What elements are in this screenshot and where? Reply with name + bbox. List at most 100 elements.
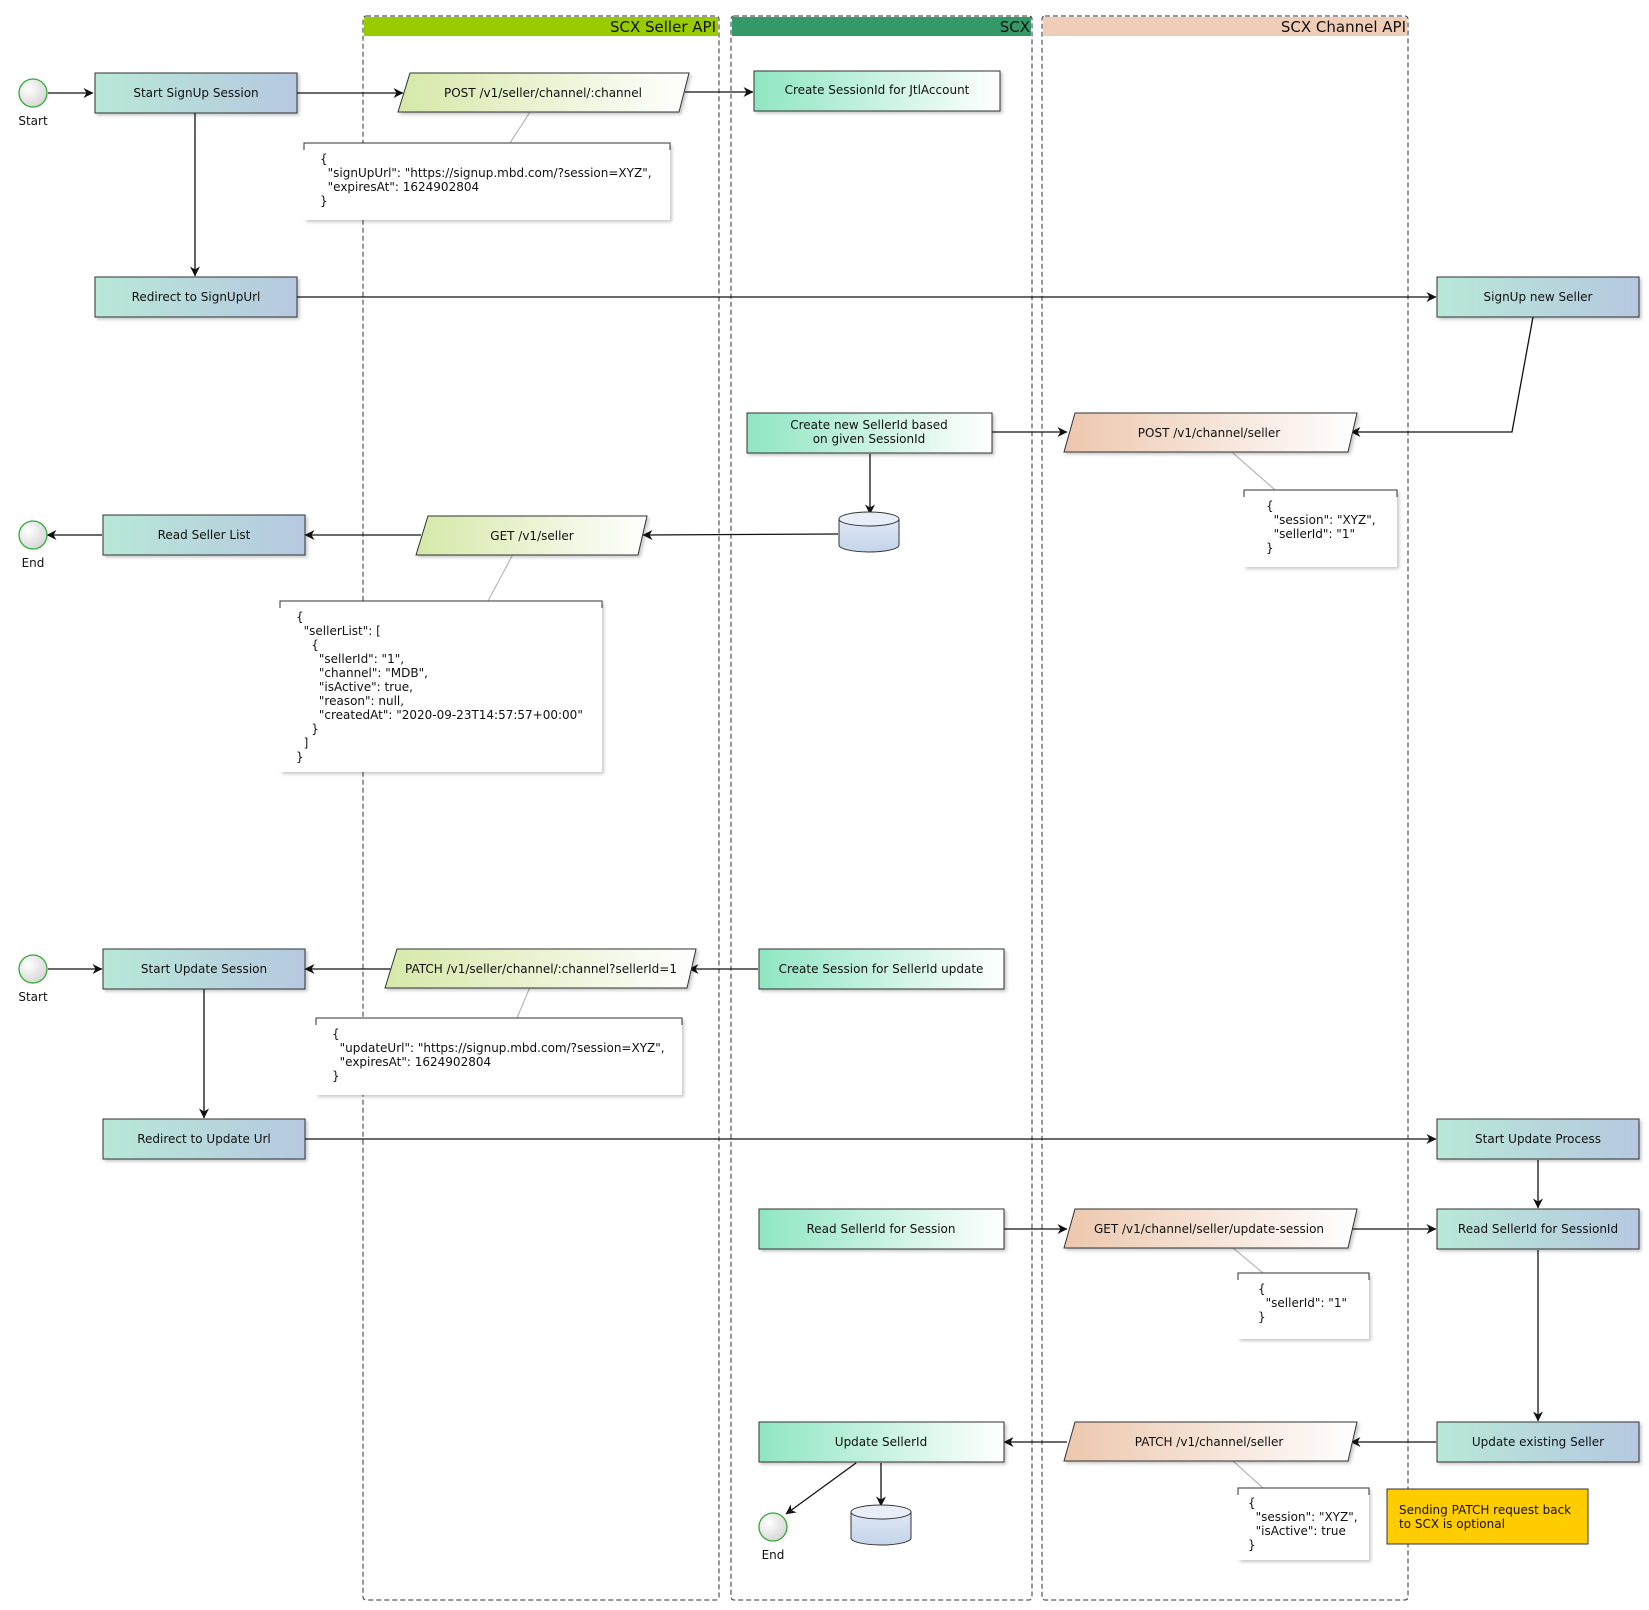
annotation-line: } — [1258, 1310, 1266, 1324]
endpoint-get-seller[interactable]: GET /v1/seller — [415, 515, 648, 556]
end-event-2: End — [758, 1512, 788, 1562]
annotation-line: "sellerId": "1" — [1266, 527, 1355, 541]
note-optional-patch: Sending PATCH request back to SCX is opt… — [1386, 1488, 1589, 1545]
note-line1: Sending PATCH request back — [1399, 1503, 1571, 1517]
sequence-flows — [46, 87, 1543, 1515]
lane-channel-api: SCX Channel API — [1041, 15, 1409, 1601]
task-label-line1: Create new SellerId based — [790, 418, 947, 432]
task-signup-new-seller[interactable]: SignUp new Seller — [1436, 276, 1640, 318]
annotation-line: "sellerId": "1" — [1258, 1296, 1347, 1310]
endpoint-patch-channel-seller[interactable]: PATCH /v1/channel/seller — [1063, 1421, 1358, 1462]
endpoint-label: PATCH /v1/seller/channel/:channel?seller… — [405, 962, 677, 976]
annotation-line: ] — [296, 736, 308, 750]
task-start-update-process[interactable]: Start Update Process — [1436, 1118, 1640, 1160]
start-event-1: Start — [18, 78, 48, 128]
task-redirect-signup-url[interactable]: Redirect to SignUpUrl — [94, 276, 298, 318]
endpoint-patch-seller-channel[interactable]: PATCH /v1/seller/channel/:channel?seller… — [384, 948, 697, 989]
lane-title-scx: SCX — [1000, 18, 1030, 36]
task-label: Create Session for SellerId update — [779, 962, 984, 976]
lane-title-channel-api: SCX Channel API — [1281, 18, 1406, 36]
annotation-line: "expiresAt": 1624902804 — [332, 1055, 491, 1069]
endpoint-label: GET /v1/channel/seller/update-session — [1094, 1222, 1324, 1236]
note-line2: to SCX is optional — [1399, 1517, 1505, 1531]
database-icon — [838, 511, 900, 553]
annotation-line: } — [296, 722, 319, 736]
start-label: Start — [18, 114, 48, 128]
annotation-line: { — [296, 638, 319, 652]
task-label: Start SignUp Session — [133, 86, 258, 100]
task-create-session-update[interactable]: Create Session for SellerId update — [758, 948, 1005, 990]
endpoint-label: PATCH /v1/channel/seller — [1135, 1435, 1284, 1449]
annotation-line: "session": "XYZ", — [1266, 513, 1376, 527]
association-lines — [487, 111, 1276, 1489]
task-label: Update SellerId — [835, 1435, 927, 1449]
task-label: Create SessionId for JtlAccount — [785, 83, 970, 97]
annotation-line: "session": "XYZ", — [1248, 1510, 1358, 1524]
task-label: Redirect to Update Url — [137, 1132, 271, 1146]
endpoint-post-seller-channel[interactable]: POST /v1/seller/channel/:channel — [397, 72, 690, 113]
annotation-signup-response: { "signUpUrl": "https://signup.mbd.com/?… — [303, 142, 671, 220]
end-label: End — [22, 556, 45, 570]
task-update-existing-seller[interactable]: Update existing Seller — [1436, 1421, 1640, 1463]
task-label: Update existing Seller — [1472, 1435, 1604, 1449]
task-label: Start Update Process — [1475, 1132, 1601, 1146]
annotation-line: "sellerId": "1", — [296, 652, 404, 666]
annotation-line: } — [332, 1069, 340, 1083]
annotation-seller-list-response: { "sellerList": [ { "sellerId": "1", "ch… — [279, 600, 603, 772]
annotation-line: "signUpUrl": "https://signup.mbd.com/?se… — [320, 166, 652, 180]
task-create-session-jtl[interactable]: Create SessionId for JtlAccount — [753, 70, 1001, 112]
task-start-signup-session[interactable]: Start SignUp Session — [94, 72, 298, 114]
annotation-line: } — [296, 750, 304, 764]
annotation-line: { — [1248, 1496, 1256, 1510]
task-label: Redirect to SignUpUrl — [132, 290, 261, 304]
lane-title-seller-api: SCX Seller API — [610, 18, 716, 36]
task-read-sellerid-sessionid[interactable]: Read SellerId for SessionId — [1436, 1208, 1640, 1250]
task-read-seller-list[interactable]: Read Seller List — [102, 514, 306, 556]
annotation-line: { — [296, 610, 304, 624]
database-icon — [850, 1504, 912, 1546]
task-create-sellerid[interactable]: Create new SellerId based on given Sessi… — [746, 412, 993, 454]
task-label: Read SellerId for SessionId — [1458, 1222, 1618, 1236]
annotation-patch-seller-body: { "session": "XYZ", "isActive": true} — [1237, 1487, 1370, 1560]
end-label: End — [762, 1548, 785, 1562]
annotation-line: "reason": null, — [296, 694, 404, 708]
task-start-update-session[interactable]: Start Update Session — [102, 948, 306, 990]
endpoint-post-channel-seller[interactable]: POST /v1/channel/seller — [1063, 412, 1358, 453]
annotation-line: { — [332, 1027, 340, 1041]
task-read-sellerid-session[interactable]: Read SellerId for Session — [758, 1208, 1005, 1250]
annotation-line: "sellerList": [ — [296, 624, 381, 638]
task-label: Read SellerId for Session — [806, 1222, 955, 1236]
start-event-2: Start — [18, 954, 48, 1004]
task-label-line2: on given SessionId — [813, 432, 926, 446]
annotation-line: } — [1266, 541, 1274, 555]
annotation-line: "channel": "MDB", — [296, 666, 428, 680]
annotation-line: "isActive": true, — [296, 680, 413, 694]
lane-scx: SCX — [730, 15, 1033, 1601]
annotation-line: { — [1266, 499, 1274, 513]
annotation-update-response: { "updateUrl": "https://signup.mbd.com/?… — [315, 1017, 683, 1095]
annotation-line: } — [1248, 1538, 1256, 1552]
annotation-line: { — [320, 152, 328, 166]
end-event-1: End — [18, 520, 48, 570]
annotation-line: { — [1258, 1282, 1266, 1296]
endpoint-label: POST /v1/channel/seller — [1138, 426, 1280, 440]
endpoint-label: POST /v1/seller/channel/:channel — [444, 86, 642, 100]
endpoint-get-update-session[interactable]: GET /v1/channel/seller/update-session — [1063, 1208, 1358, 1249]
task-label: Read Seller List — [158, 528, 251, 542]
annotation-line: "isActive": true — [1248, 1524, 1346, 1538]
annotation-post-seller-body: { "session": "XYZ", "sellerId": "1"} — [1243, 489, 1398, 567]
annotation-line: } — [320, 194, 328, 208]
annotation-update-session-response: { "sellerId": "1"} — [1237, 1272, 1370, 1339]
endpoint-label: GET /v1/seller — [490, 529, 574, 543]
task-label: Start Update Session — [141, 962, 267, 976]
lane-seller-api: SCX Seller API — [362, 15, 720, 1601]
task-update-sellerid[interactable]: Update SellerId — [758, 1421, 1005, 1463]
task-label: SignUp new Seller — [1484, 290, 1593, 304]
task-redirect-update-url[interactable]: Redirect to Update Url — [102, 1118, 306, 1160]
annotation-line: "createdAt": "2020-09-23T14:57:57+00:00" — [296, 708, 583, 722]
annotation-line: "expiresAt": 1624902804 — [320, 180, 479, 194]
annotation-line: "updateUrl": "https://signup.mbd.com/?se… — [332, 1041, 665, 1055]
start-label: Start — [18, 990, 48, 1004]
